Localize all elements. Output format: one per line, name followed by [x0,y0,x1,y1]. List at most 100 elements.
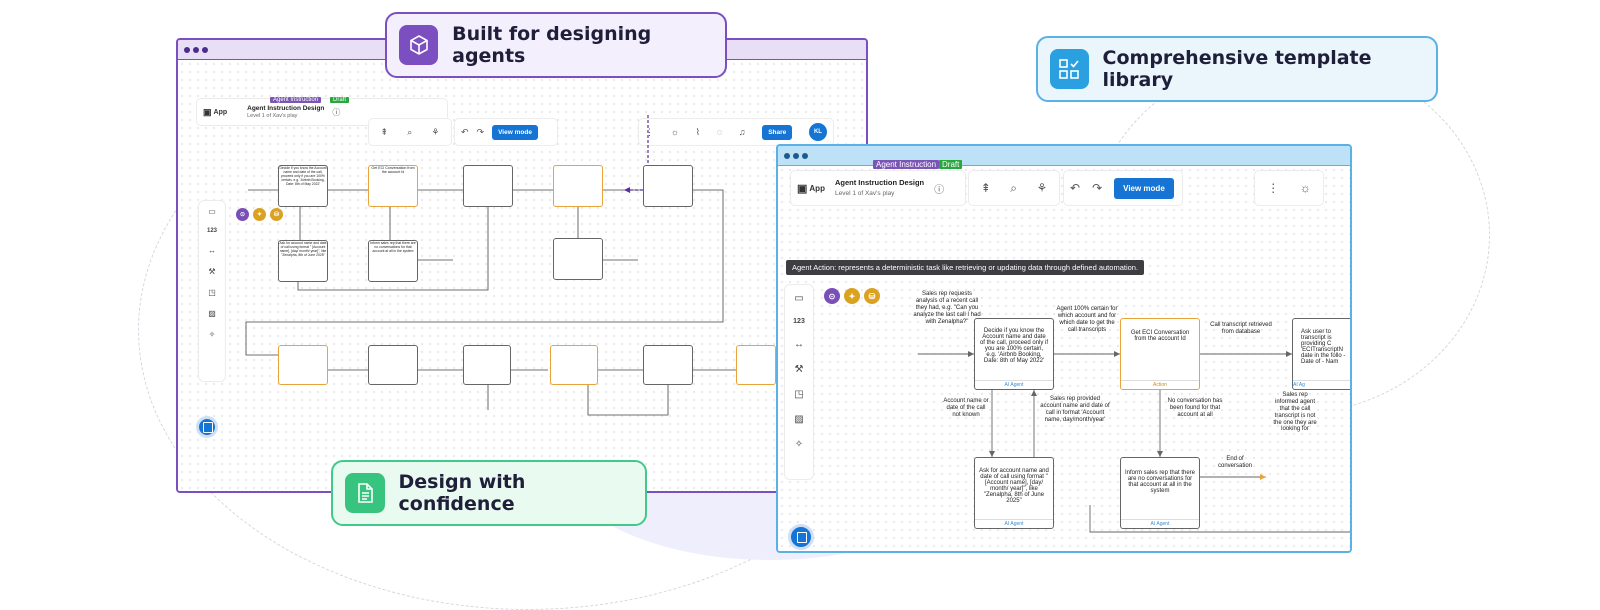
chart-icon[interactable]: ⌇ [695,126,701,137]
flow-label: Sales rep provided account name and date… [1040,396,1110,423]
layers-icon[interactable]: ⇞ [380,126,389,137]
tree-icon[interactable]: ⚘ [431,126,440,137]
action-type-icon[interactable]: ✦ [253,208,266,221]
database-type-icon[interactable]: ⛁ [270,208,283,221]
mini-node[interactable]: Inform sales rep that there are no conve… [368,240,418,282]
flow-canvas[interactable]: ▣App Agent Instruction Design Level 1 of… [178,60,866,491]
database-type-icon[interactable]: ⛁ [864,288,880,304]
share-button[interactable]: Share [762,124,793,140]
editor-toolbar: ▣App Agent Instruction Design Level 1 of… [790,170,966,206]
tree-icon[interactable]: ⚘ [1036,181,1048,195]
bell-icon[interactable]: ♫ [738,127,746,137]
node-footer: AI Agent [1121,519,1199,528]
decide-node[interactable]: Decide if you know the Account name and … [974,318,1054,390]
search-icon[interactable]: ⌕ [1010,180,1017,195]
mini-node[interactable] [278,345,328,385]
agent-type-icon[interactable]: ⊙ [236,208,249,221]
node-footer: AI Agent [975,380,1053,389]
get-eci-node[interactable]: Get ECI Conversation from the account Id… [1120,318,1200,390]
mini-node[interactable] [553,238,603,280]
help-button[interactable] [196,416,218,438]
mini-node[interactable]: Decide if you know the Account name and … [278,165,328,207]
redo-icon[interactable]: ↷ [1092,181,1103,195]
numbers-tool[interactable]: 123 [793,318,805,325]
note-tool-icon[interactable]: ◳ [794,389,804,400]
mini-node[interactable]: Ask for account name and date of call us… [278,240,328,282]
badge-label: Built for designing agents [452,23,652,67]
connector-tool-icon[interactable]: ↔ [208,246,216,255]
avatar[interactable]: KL [808,123,827,141]
search-icon[interactable]: ⌕ [407,126,413,137]
window-dot[interactable] [202,47,208,53]
mini-node[interactable] [736,345,776,385]
flow-canvas[interactable]: ▣App Agent Instruction Design Level 1 of… [778,160,1350,551]
numbers-tool[interactable]: 123 [206,228,217,234]
history-toolbar: ↶ ↷ View mode [454,118,558,146]
mini-node[interactable] [553,165,603,207]
mini-node[interactable]: Get ECI Conversation from the account Id [368,165,418,207]
doc-subtitle: Level 1 of Xav's play [247,112,298,119]
info-icon[interactable]: ⓘ [332,107,341,117]
redo-icon[interactable]: ↷ [476,126,485,137]
window-dot[interactable] [784,153,790,159]
flow-connectors [918,351,1350,533]
doc-subtitle: Level 1 of Xav's play [834,189,895,197]
magic-tool-icon[interactable]: ✧ [208,330,216,339]
sun-icon[interactable]: ☼ [1299,181,1311,195]
hammer-tool-icon[interactable]: ⚒ [794,364,804,375]
hammer-tool-icon[interactable]: ⚒ [208,267,216,276]
node-text: Inform sales rep that there are no conve… [1124,470,1196,494]
more-icon[interactable]: ⋮ [645,126,654,137]
mini-node[interactable] [368,345,418,385]
window-dot[interactable] [184,47,190,53]
node-tool-icon[interactable]: ▭ [208,207,216,216]
magic-tool-icon[interactable]: ✧ [794,439,804,450]
inform-node[interactable]: Inform sales rep that there are no conve… [1120,457,1200,529]
app-logo[interactable]: ▣App [203,106,228,117]
app-icon: ▣ [203,106,212,117]
mini-node[interactable] [643,165,693,207]
tag-draft: Draft [939,160,963,169]
view-mode-button[interactable]: View mode [1114,177,1174,199]
doc-title-group: Agent Instruction Design Level 1 of Xav'… [834,178,924,197]
tool-sidebar: ▭ 123 ↔ ⚒ ◳ ▨ ✧ [198,200,226,382]
window-dot[interactable] [802,153,808,159]
connector-tool-icon[interactable]: ↔ [794,339,804,350]
window-dot[interactable] [793,153,799,159]
mini-node[interactable] [643,345,693,385]
note-tool-icon[interactable]: ◳ [208,288,216,297]
app-logo[interactable]: ▣App [797,182,825,195]
ask-account-node[interactable]: Ask for account name and date of call us… [974,457,1054,529]
comment-icon[interactable]: ◌ [716,127,723,137]
info-icon[interactable]: ⓘ [934,184,945,196]
doc-title-group: Agent Instruction Design Level 1 of Xav'… [247,105,324,120]
agent-type-icon[interactable]: ⊙ [824,288,840,304]
mini-node[interactable] [463,165,513,207]
view-mode-button[interactable]: View mode [492,124,538,140]
image-tool-icon[interactable]: ▨ [794,414,804,425]
layers-icon[interactable]: ⇞ [980,181,991,195]
badge-confidence: Design with confidence [331,460,647,526]
flow-label: Sales rep informed agent that the call t… [1273,392,1317,433]
tool-sidebar: ▭ 123 ↔ ⚒ ◳ ▨ ✧ [784,284,814,480]
ask-user-node[interactable]: Ask user to transcript is providing C 'E… [1292,318,1350,390]
mini-node[interactable] [463,345,511,385]
help-button[interactable] [788,524,814,550]
undo-icon[interactable]: ↶ [1070,181,1081,195]
actions-toolbar: ⋮ ☼ ⌇ ◌ ♫ Share KL [638,118,834,146]
doc-title: Agent Instruction Design [247,104,325,112]
mini-node[interactable] [550,345,598,385]
node-text: Ask user to transcript is providing C 'E… [1301,329,1346,365]
editor-window-back: ▣App Agent Instruction Design Level 1 of… [176,38,868,493]
tag-agent-instruction: Agent Instruction [270,97,322,103]
action-type-icon[interactable]: ✦ [844,288,860,304]
window-dot[interactable] [193,47,199,53]
app-icon: ▣ [797,182,808,195]
more-icon[interactable]: ⋮ [1267,181,1280,195]
node-tool-icon[interactable]: ▭ [794,293,804,304]
undo-icon[interactable]: ↶ [461,126,469,137]
sun-icon[interactable]: ☼ [670,127,679,137]
image-tool-icon[interactable]: ▨ [208,309,216,318]
badge-designing-agents: Built for designing agents [385,12,727,78]
flow-label: No conversation has been found for that … [1167,398,1223,418]
